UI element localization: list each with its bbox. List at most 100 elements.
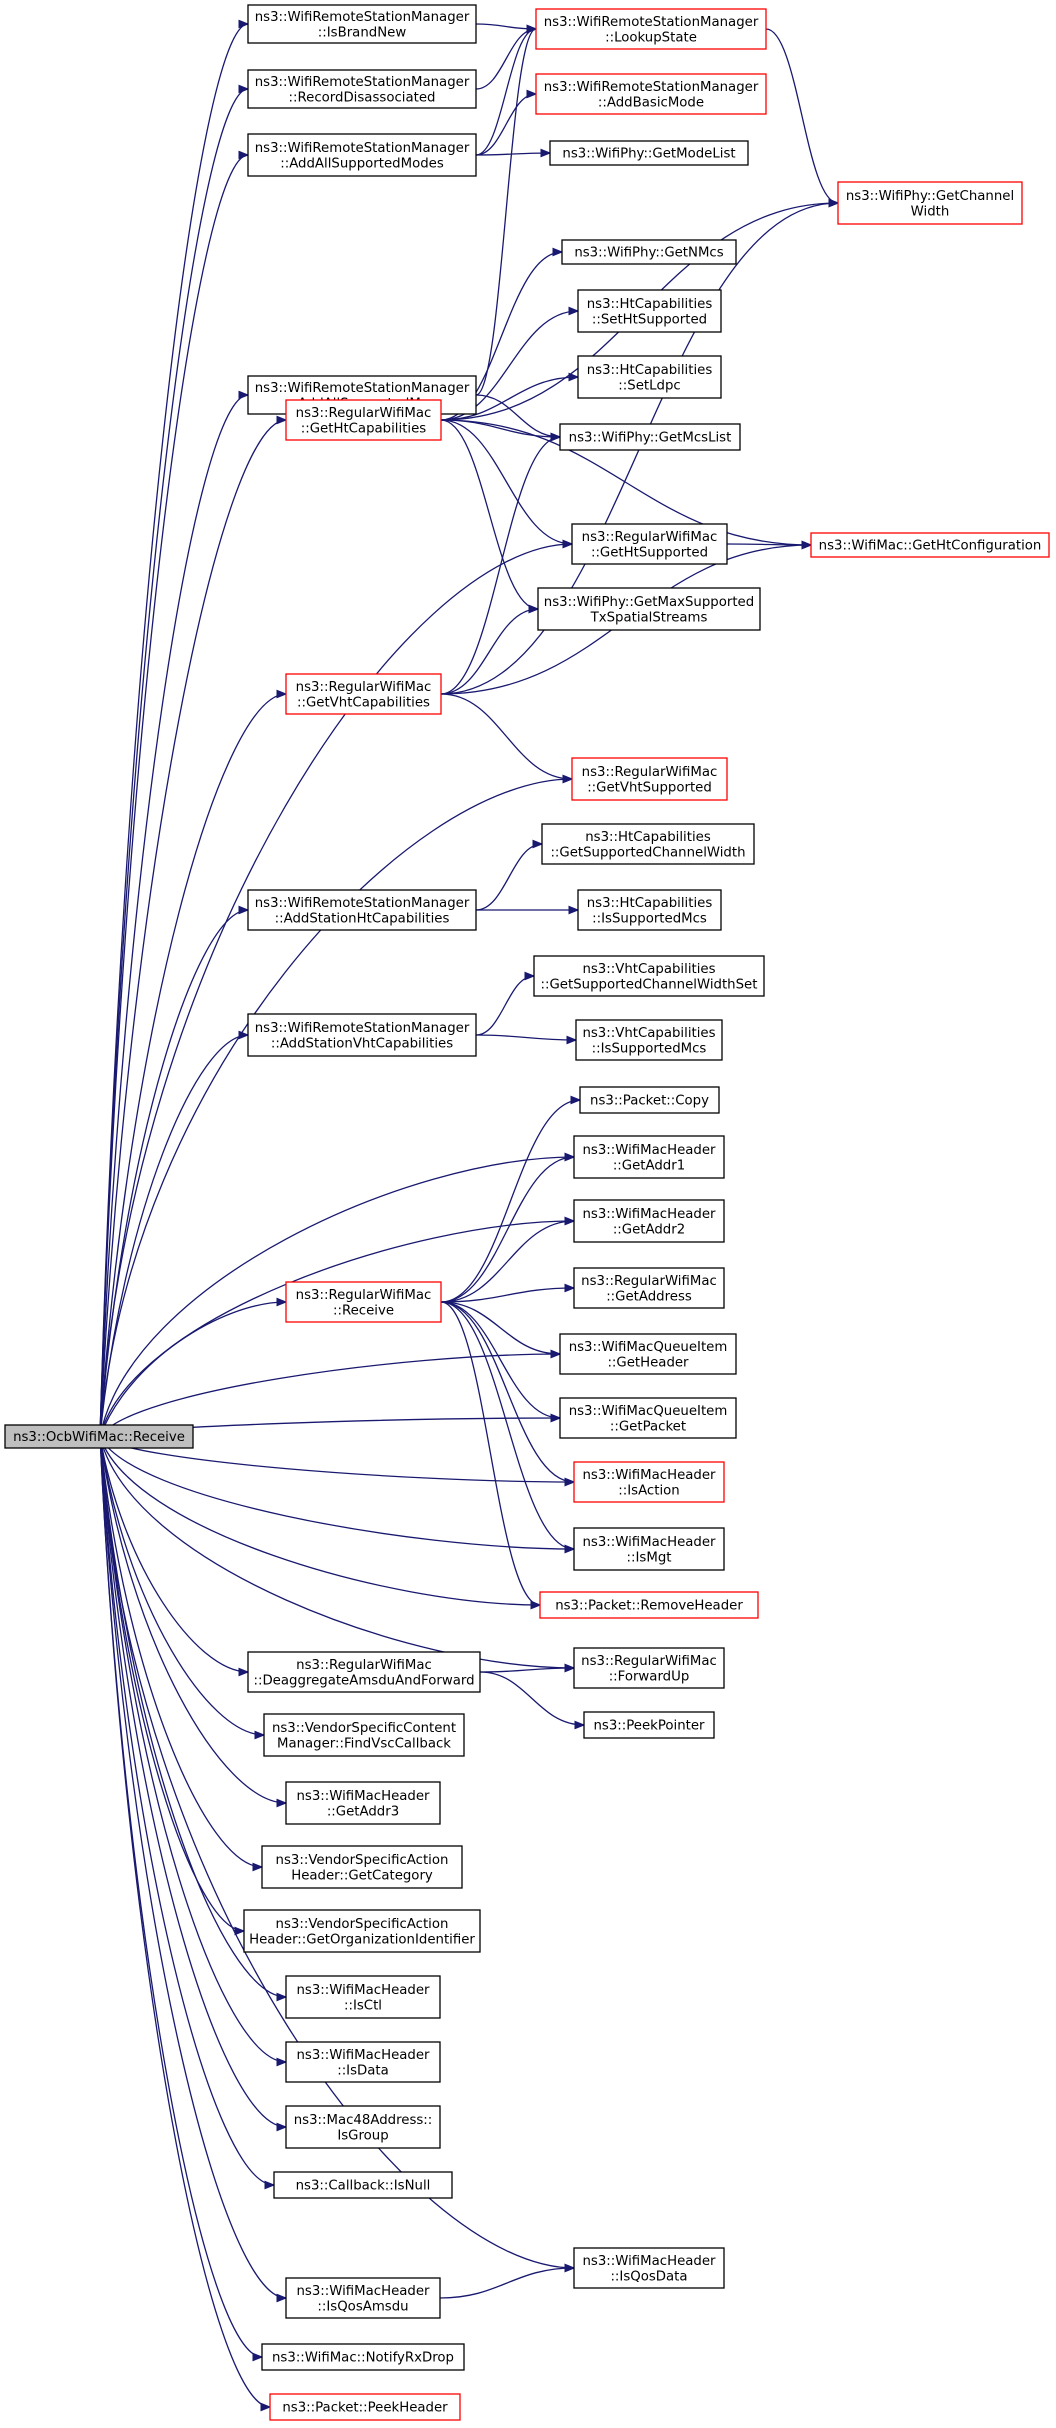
- edge-root-to-peekHeader: [99, 1436, 272, 2412]
- node-getHtSupported[interactable]: ns3::RegularWifiMac::GetHtSupported: [571, 523, 728, 565]
- edge-arrowhead: [564, 1283, 576, 1293]
- node-deaggregate[interactable]: ns3::RegularWifiMac::DeaggregateAmsduAnd…: [247, 1651, 481, 1693]
- node-setHtSupported[interactable]: ns3::HtCapabilities::SetHtSupported: [577, 289, 722, 333]
- node-label: ns3::WifiMacHeader: [296, 2048, 430, 2063]
- node-box: [285, 673, 442, 715]
- node-getOrganizationIdentifier[interactable]: ns3::VendorSpecificActionHeader::GetOrga…: [243, 1909, 481, 1953]
- node-label: ns3::WifiMacHeader: [582, 2254, 716, 2269]
- node-getNMcs[interactable]: ns3::WifiPhy::GetNMcs: [561, 239, 737, 265]
- node-notifyRxDrop[interactable]: ns3::WifiMac::NotifyRxDrop: [261, 2343, 465, 2371]
- node-addBasicMode[interactable]: ns3::WifiRemoteStationManager::AddBasicM…: [535, 73, 767, 115]
- node-label: ::IsAction: [618, 1483, 679, 1498]
- node-lookupState[interactable]: ns3::WifiRemoteStationManager::LookupSta…: [535, 8, 767, 50]
- node-recordDisassociated[interactable]: ns3::WifiRemoteStationManager::RecordDis…: [247, 69, 477, 109]
- node-label: ns3::HtCapabilities: [587, 363, 713, 378]
- edge-getHtCapabilities-to-getMaxSupportedTxSpatialStreams: [440, 419, 540, 614]
- node-addStationVhtCapabilities[interactable]: ns3::WifiRemoteStationManager::AddStatio…: [247, 1013, 477, 1057]
- edge-deaggregate-to-forwardUp: [479, 1663, 576, 1673]
- node-box: [810, 532, 1050, 558]
- node-getCategory[interactable]: ns3::VendorSpecificActionHeader::GetCate…: [261, 1845, 463, 1889]
- node-getSupportedChannelWidth[interactable]: ns3::HtCapabilities::GetSupportedChannel…: [541, 823, 755, 865]
- node-label: ::IsQosData: [610, 2269, 687, 2284]
- node-getPacket[interactable]: ns3::WifiMacQueueItem::GetPacket: [559, 1397, 737, 1439]
- node-regularReceive[interactable]: ns3::RegularWifiMac::Receive: [285, 1281, 442, 1323]
- node-label: ::IsMgt: [627, 1550, 672, 1565]
- edge-arrowhead: [552, 247, 564, 257]
- node-isQosAmsdu[interactable]: ns3::WifiMacHeader::IsQosAmsdu: [285, 2277, 441, 2319]
- node-getAddr1[interactable]: ns3::WifiMacHeader::GetAddr1: [573, 1135, 725, 1179]
- node-vhtIsSupportedMcs[interactable]: ns3::VhtCapabilities::IsSupportedMcs: [575, 1019, 723, 1061]
- edge-root-to-addStationVhtCapabilities: [99, 1030, 250, 1437]
- node-label: ::GetAddr3: [327, 1804, 399, 1819]
- edge-arrowhead: [540, 148, 552, 158]
- node-getMaxSupportedTxSpatialStreams[interactable]: ns3::WifiPhy::GetMaxSupportedTxSpatialSt…: [537, 587, 761, 631]
- node-peekHeader[interactable]: ns3::Packet::PeekHeader: [269, 2393, 461, 2421]
- node-isBrandNew[interactable]: ns3::WifiRemoteStationManager::IsBrandNe…: [247, 4, 477, 44]
- node-getVhtSupported[interactable]: ns3::RegularWifiMac::GetVhtSupported: [571, 757, 728, 801]
- node-isMgt[interactable]: ns3::WifiMacHeader::IsMgt: [573, 1527, 725, 1571]
- node-box: [559, 1333, 737, 1375]
- edge-regularReceive-to-getAddr1: [440, 1152, 576, 1303]
- node-removeHeader[interactable]: ns3::Packet::RemoveHeader: [539, 1591, 759, 1619]
- edge-line: [440, 1301, 541, 1606]
- node-label: ::GetHeader: [607, 1355, 689, 1370]
- node-box: [285, 399, 442, 441]
- node-isData[interactable]: ns3::WifiMacHeader::IsData: [285, 2041, 441, 2083]
- node-isCtl[interactable]: ns3::WifiMacHeader::IsCtl: [285, 1975, 441, 2019]
- node-label: ns3::RegularWifiMac: [296, 680, 432, 695]
- node-addAllSupportedModes[interactable]: ns3::WifiRemoteStationManager::AddAllSup…: [247, 133, 477, 177]
- node-setLdpc[interactable]: ns3::HtCapabilities::SetLdpc: [577, 355, 722, 399]
- node-box: [261, 1845, 463, 1889]
- node-root[interactable]: ns3::OcbWifiMac::Receive: [4, 1424, 194, 1449]
- edge-line: [475, 975, 535, 1036]
- node-label: ::IsQosAmsdu: [317, 2299, 408, 2314]
- edge-arrowhead: [238, 84, 250, 94]
- node-forwardUp[interactable]: ns3::RegularWifiMac::ForwardUp: [573, 1647, 725, 1689]
- node-isQosData[interactable]: ns3::WifiMacHeader::IsQosData: [573, 2247, 725, 2289]
- edge-arrowhead: [276, 1297, 288, 1307]
- node-label: ::Receive: [333, 1303, 394, 1318]
- node-box: [573, 1461, 725, 1503]
- node-getModeList[interactable]: ns3::WifiPhy::GetModeList: [549, 140, 749, 166]
- node-label: ns3::WifiMacHeader: [296, 1983, 430, 1998]
- node-label: ns3::WifiMacQueueItem: [569, 1404, 728, 1419]
- edge-arrowhead: [276, 1992, 288, 2002]
- node-htIsSupportedMcs[interactable]: ns3::HtCapabilities::IsSupportedMcs: [577, 889, 722, 931]
- edge-root-to-isCtl: [99, 1436, 288, 2002]
- node-label: ns3::HtCapabilities: [587, 297, 713, 312]
- node-getHtConfiguration[interactable]: ns3::WifiMac::GetHtConfiguration: [810, 532, 1050, 558]
- node-label: ::AddBasicMode: [598, 95, 704, 110]
- node-label: ns3::PeekPointer: [593, 1719, 705, 1734]
- edge-addAllSupportedModes-to-getModeList: [475, 148, 552, 158]
- node-getMcsList[interactable]: ns3::WifiPhy::GetMcsList: [559, 423, 741, 451]
- edge-line: [99, 1156, 575, 1437]
- edge-line: [99, 1220, 575, 1437]
- node-isGroup[interactable]: ns3::Mac48Address::IsGroup: [285, 2105, 441, 2149]
- node-packetCopy[interactable]: ns3::Packet::Copy: [579, 1086, 720, 1114]
- edge-arrowhead: [568, 372, 580, 382]
- node-getAddress[interactable]: ns3::RegularWifiMac::GetAddress: [573, 1267, 725, 1309]
- node-addStationHtCapabilities[interactable]: ns3::WifiRemoteStationManager::AddStatio…: [247, 889, 477, 931]
- edge-arrowhead: [238, 150, 250, 160]
- node-findVscCallback[interactable]: ns3::VendorSpecificContentManager::FindV…: [263, 1713, 465, 1757]
- node-getAddr2[interactable]: ns3::WifiMacHeader::GetAddr2: [573, 1199, 725, 1243]
- node-getHeader[interactable]: ns3::WifiMacQueueItem::GetHeader: [559, 1333, 737, 1375]
- edge-arrowhead: [238, 1667, 250, 1677]
- node-getAddr3[interactable]: ns3::WifiMacHeader::GetAddr3: [285, 1781, 441, 1825]
- node-label: ns3::Packet::RemoveHeader: [555, 1599, 743, 1614]
- node-label: ::RecordDisassociated: [289, 90, 436, 105]
- edge-arrowhead: [276, 415, 288, 425]
- node-getSupportedChannelWidthSet[interactable]: ns3::VhtCapabilities::GetSupportedChanne…: [533, 955, 765, 997]
- node-getVhtCapabilities[interactable]: ns3::RegularWifiMac::GetVhtCapabilities: [285, 673, 442, 715]
- edge-line: [99, 1436, 265, 1736]
- node-label: ns3::WifiMac::GetHtConfiguration: [819, 539, 1042, 554]
- edge-addAllSupportedMcs-to-getMcsList: [475, 394, 562, 442]
- edge-arrowhead: [550, 432, 562, 442]
- node-getHtCapabilities[interactable]: ns3::RegularWifiMac::GetHtCapabilities: [285, 399, 442, 441]
- node-isAction[interactable]: ns3::WifiMacHeader::IsAction: [573, 1461, 725, 1503]
- node-label: ::LookupState: [605, 30, 697, 45]
- node-isNull[interactable]: ns3::Callback::IsNull: [273, 2171, 453, 2199]
- node-peekPointer[interactable]: ns3::PeekPointer: [583, 1711, 715, 1739]
- node-label: ::AddStationVhtCapabilities: [271, 1036, 453, 1051]
